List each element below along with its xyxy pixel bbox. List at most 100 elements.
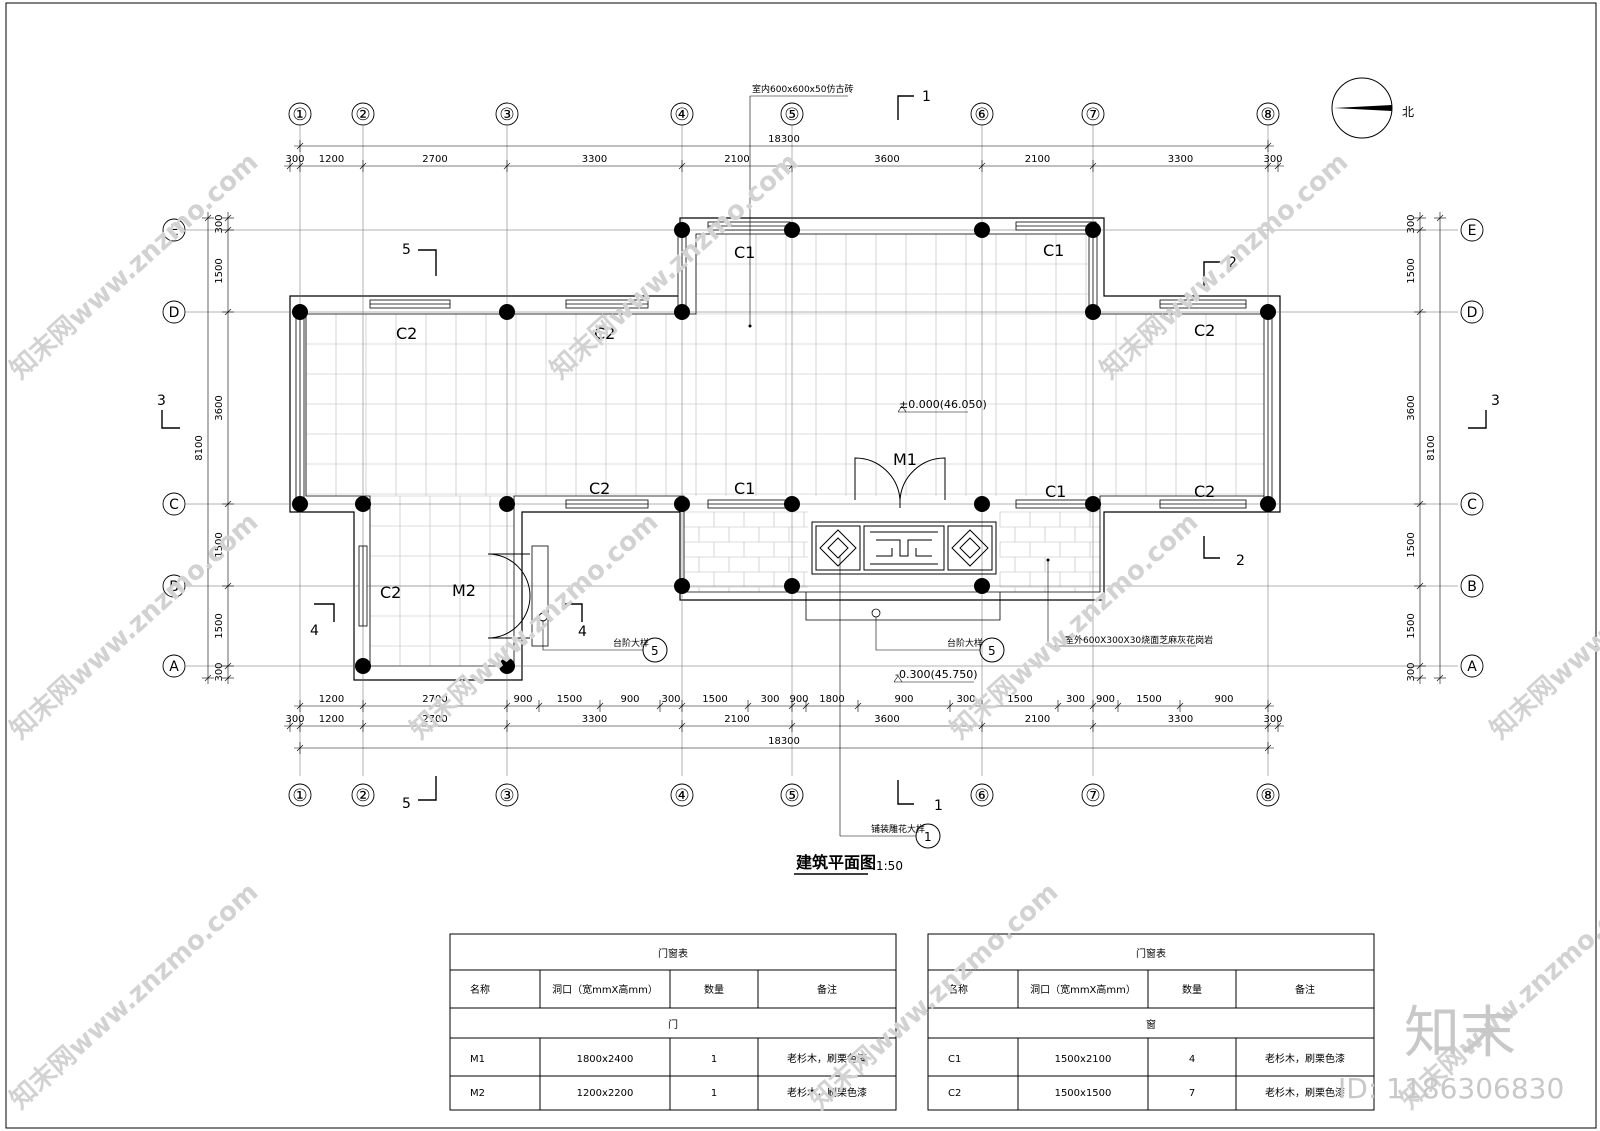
- section-1-top: 1: [922, 89, 931, 105]
- door-m2-swing: [487, 545, 549, 647]
- dim-bottom-openings-tick: [678, 702, 686, 710]
- grid-row-label: E: [1468, 223, 1477, 239]
- dim-top-value: 2100: [724, 154, 749, 165]
- table-header: 备注: [1295, 983, 1315, 996]
- table-header: 数量: [704, 983, 724, 996]
- table-header: 备注: [817, 983, 837, 996]
- column: [499, 304, 515, 320]
- column: [674, 578, 690, 594]
- dim-right-value: 3600: [1406, 395, 1417, 420]
- dim-top-value: 1200: [319, 154, 344, 165]
- grid-bubble: [162, 574, 186, 598]
- dim-left-tick: [224, 662, 232, 670]
- label-c2: C2: [380, 583, 401, 602]
- dim-bottom-tick: [978, 722, 986, 730]
- label-c2: C2: [1194, 482, 1215, 501]
- section-1-bottom: 1: [934, 798, 943, 814]
- dim-right-total-tick: [1436, 214, 1444, 222]
- grid-row-label: B: [1467, 579, 1477, 595]
- table-cell: M1: [470, 1054, 485, 1065]
- column: [1085, 496, 1101, 512]
- column: [674, 496, 690, 512]
- dim-left-total-value: 8100: [194, 435, 205, 460]
- table-group-label: 门: [668, 1018, 678, 1031]
- dim-bottom-openings-value: 900: [513, 694, 532, 705]
- grid-row-label: C: [169, 497, 179, 513]
- grid-bubble: [1460, 492, 1484, 516]
- dim-left-tick: [224, 308, 232, 316]
- grid-col-label: ④: [674, 786, 689, 806]
- section-5-bottom: 5: [402, 796, 411, 812]
- grid-bubble: [162, 492, 186, 516]
- dim-bottom-openings-tick: [359, 702, 367, 710]
- grid-row-label: E: [170, 223, 179, 239]
- step-detail-note-2: 台阶大样: [947, 637, 983, 649]
- dim-bottom-openings-value: 1500: [1136, 694, 1161, 705]
- table-cell: C1: [948, 1054, 961, 1065]
- grid-col-label: ⑥: [974, 786, 989, 806]
- dim-left-value: 300: [214, 662, 225, 681]
- dim-top-tick: [1264, 162, 1272, 170]
- dim-bottom-openings-tick: [788, 702, 796, 710]
- grid-col-label: ①: [292, 786, 307, 806]
- dim-bottom-tick: [359, 722, 367, 730]
- table-header: 洞口（宽mmX高mm）: [552, 983, 658, 996]
- dim-bottom-openings-tick: [1089, 702, 1097, 710]
- grid-row-label: D: [1467, 305, 1478, 321]
- grid-bubble: [1460, 218, 1484, 242]
- dim-left-value: 300: [214, 214, 225, 233]
- grid-bubble: [1460, 574, 1484, 598]
- dim-total-top-value: 18300: [768, 134, 800, 145]
- watermark-text: 知末网www.znzmo.com: [1485, 507, 1600, 745]
- label-c1: C1: [734, 243, 755, 262]
- grid-bubble: [780, 783, 804, 807]
- watermark-text: 知末网www.znzmo.com: [5, 507, 265, 745]
- north-label: 北: [1402, 105, 1414, 119]
- dim-left-value: 1500: [214, 613, 225, 638]
- dim-bottom-openings-value: 900: [1096, 694, 1115, 705]
- indoor-elevation: ±0.000(46.050): [899, 398, 987, 411]
- dim-bottom-openings-value: 300: [956, 694, 975, 705]
- column: [292, 496, 308, 512]
- dim-left-tick: [224, 500, 232, 508]
- dim-top-value: 2100: [1025, 154, 1050, 165]
- grid-bubble: [495, 102, 519, 126]
- dim-left-tick: [224, 226, 232, 234]
- dim-top-tick: [978, 162, 986, 170]
- dim-bottom-openings-value: 900: [894, 694, 913, 705]
- grid-bubble: [495, 783, 519, 807]
- dim-bottom-openings-tick: [596, 702, 604, 710]
- dim-top-value: 3600: [874, 154, 899, 165]
- dim-bottom-tick: [286, 722, 294, 730]
- grid-col-label: ⑤: [784, 786, 799, 806]
- table-group-label: 窗: [1146, 1018, 1156, 1031]
- window-door-labels: C1 C1 C2 C2 C2 C2 C1 C1 C2 C2 M1 M2: [380, 241, 1215, 602]
- dim-total-top-tick: [296, 142, 304, 150]
- dim-bottom-tick: [503, 722, 511, 730]
- table-cell: 老杉木，刷栗色漆: [1265, 1086, 1345, 1099]
- dim-right-tick: [1416, 582, 1424, 590]
- table-cell: 1: [711, 1054, 717, 1065]
- dim-left-total-tick: [204, 214, 212, 222]
- grid-bubble: [288, 783, 312, 807]
- section-3-right: 3: [1491, 393, 1500, 409]
- grid-bubble: [1081, 783, 1105, 807]
- section-2-top: 2: [1228, 255, 1237, 271]
- label-c2: C2: [396, 324, 417, 343]
- dim-top-tick: [1089, 162, 1097, 170]
- dim-bottom-openings-tick: [656, 702, 664, 710]
- column: [974, 222, 990, 238]
- dim-left-value: 1500: [214, 258, 225, 283]
- section-marker-numbers: 1 1 2 2 3 3 4 4 5 5: [157, 89, 1500, 814]
- dim-total-bottom-tick: [1264, 744, 1272, 752]
- table-cell: 1800x2400: [577, 1054, 634, 1065]
- grid-col-label: ⑦: [1085, 786, 1100, 806]
- grid-bubble: [1460, 654, 1484, 678]
- grid-bubble: [670, 102, 694, 126]
- dim-bottom-tick: [1274, 722, 1282, 730]
- drawing-title: 建筑平面图 1:50: [794, 853, 903, 875]
- grid-bubble: [351, 102, 375, 126]
- dim-bottom-openings-value: 300: [661, 694, 680, 705]
- door-m1-swing: [854, 457, 946, 508]
